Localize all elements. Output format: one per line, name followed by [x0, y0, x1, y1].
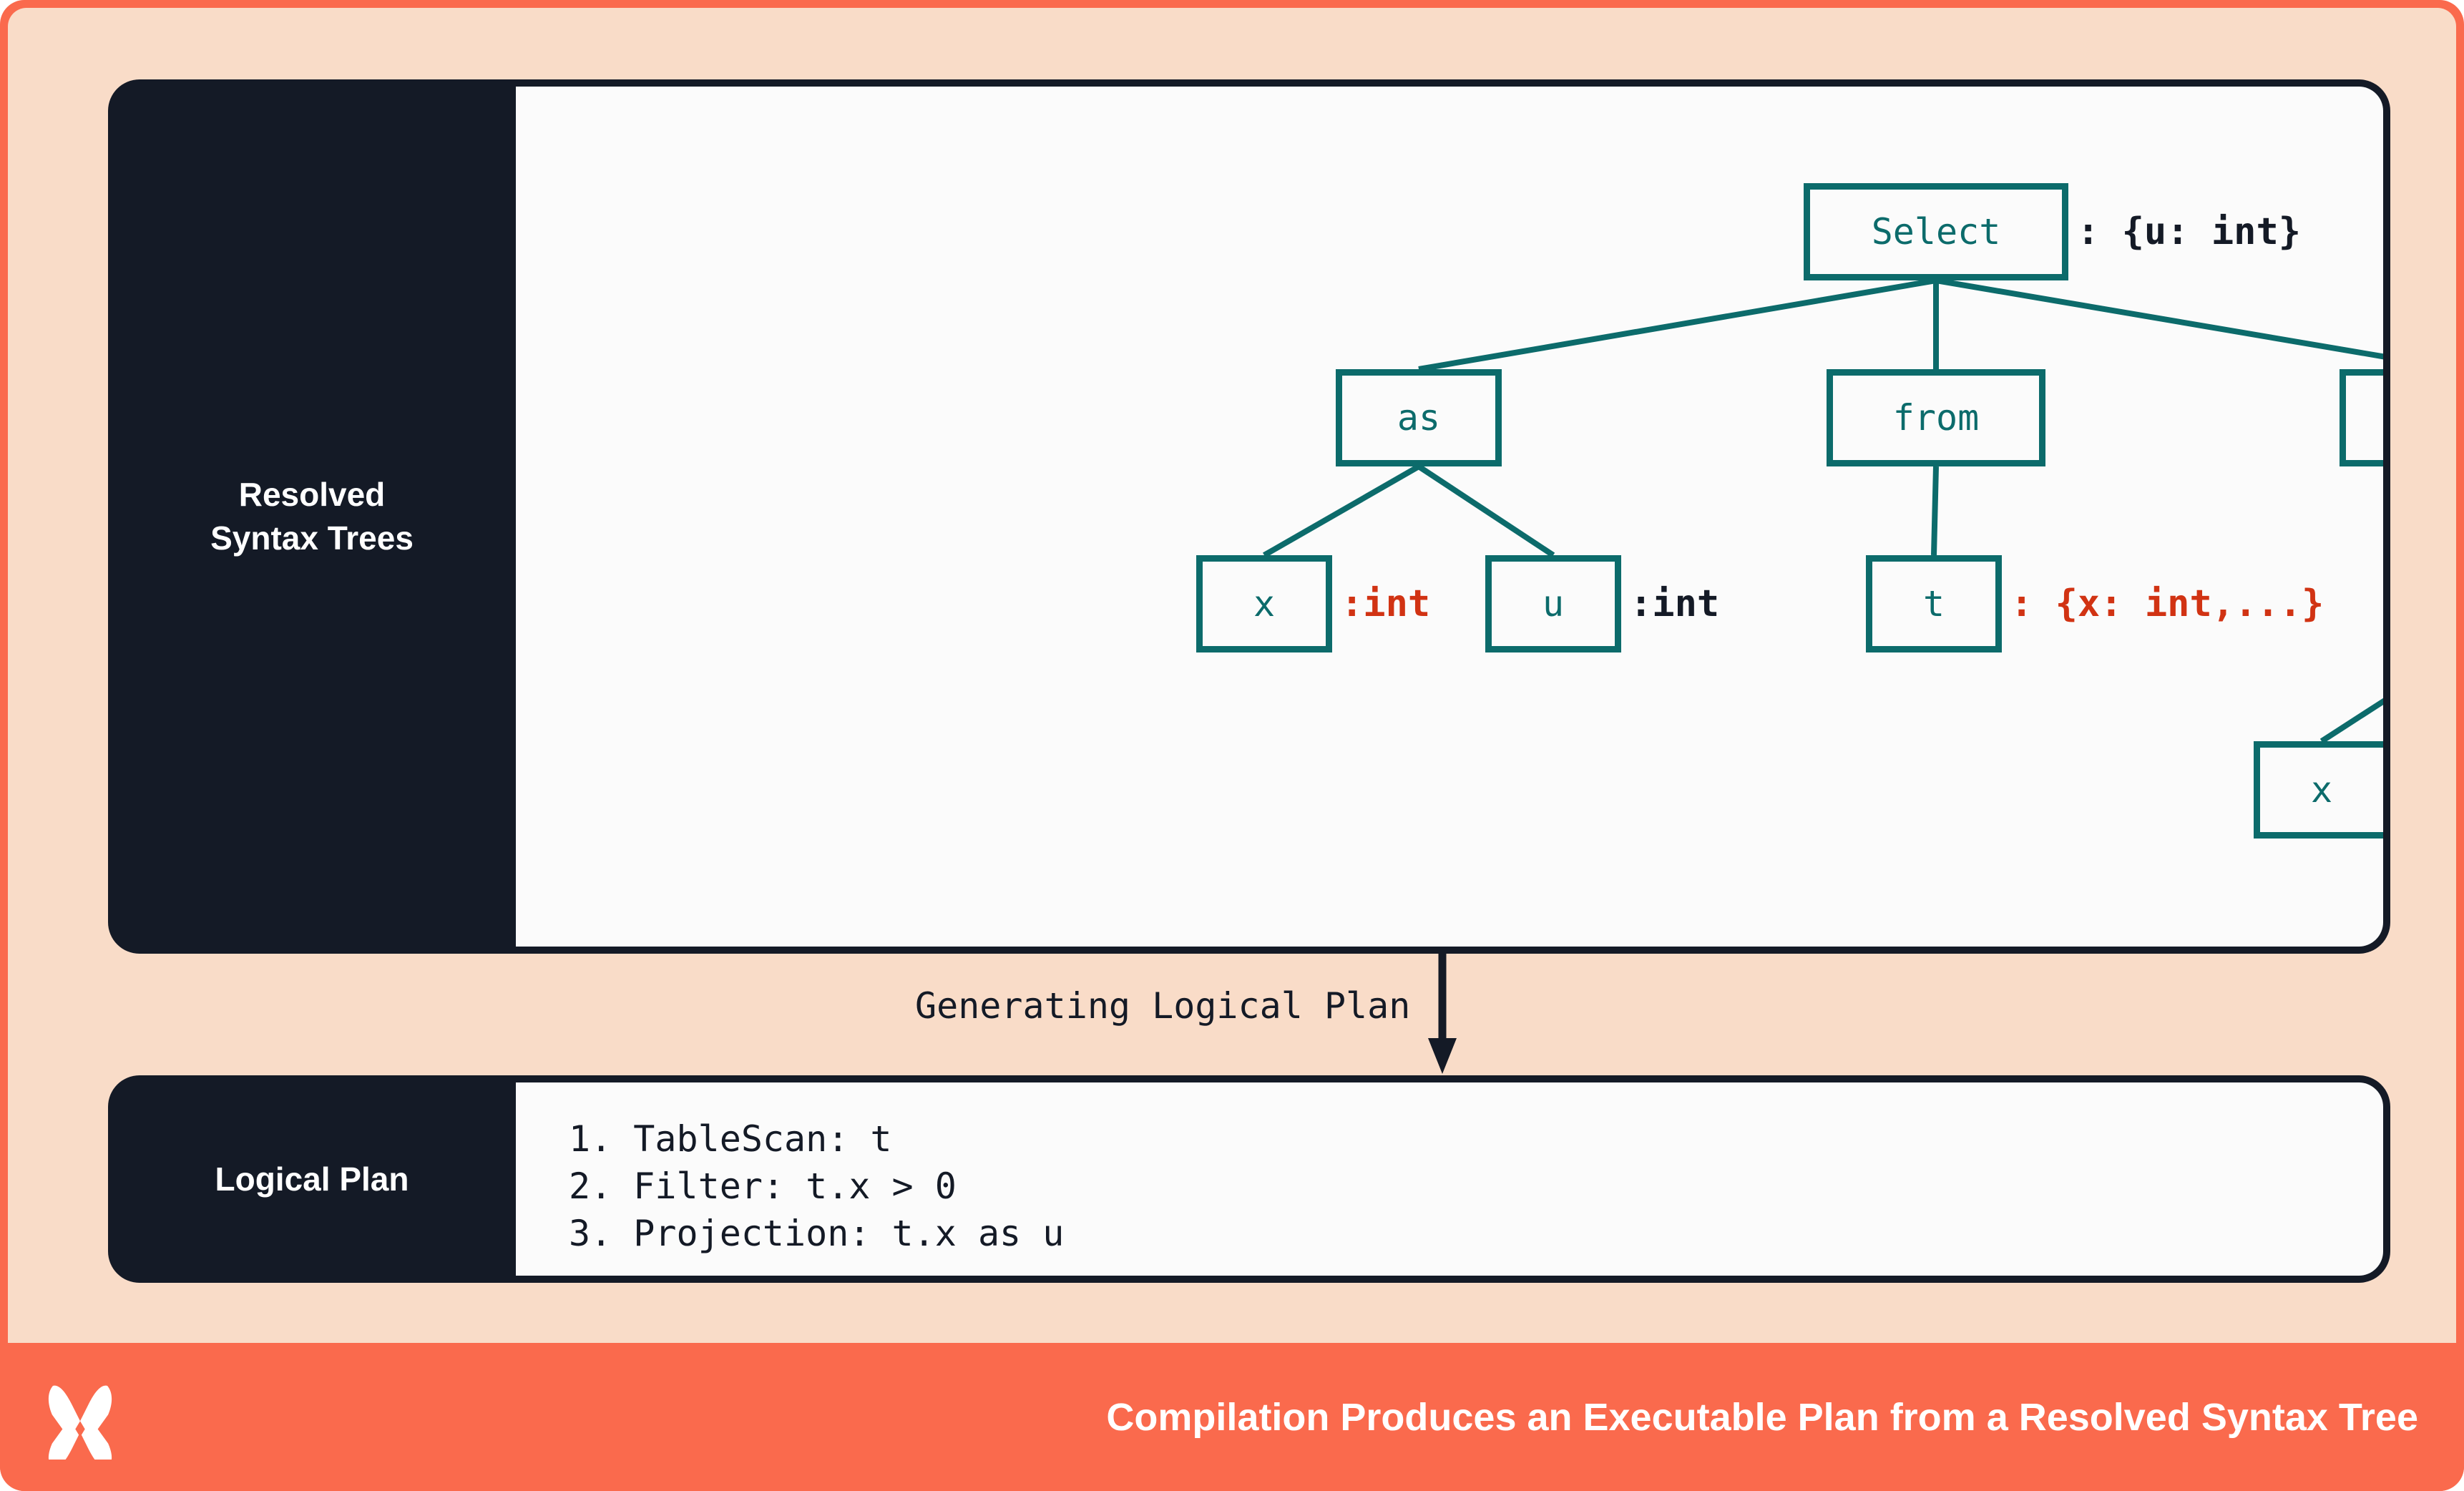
tree-node-label: u [1542, 583, 1565, 625]
syntax-tree-canvas: Select : {u: int} as from where x :int u :int t : … [516, 87, 2383, 947]
logical-plan-rail-label: Logical Plan [108, 1075, 516, 1283]
tree-node-label: t [1922, 583, 1945, 625]
resolved-syntax-trees-rail-label: Resolved Syntax Trees [108, 79, 516, 954]
tree-edges [1263, 278, 2383, 744]
footer-title: Compilation Produces an Executable Plan … [1106, 1396, 2418, 1439]
tree-node-label: Select [1871, 211, 2001, 253]
rail-label-line2: Syntax Trees [210, 519, 414, 557]
tree-node-as-x[interactable]: x [1196, 555, 1332, 652]
tree-node-select[interactable]: Select [1804, 183, 2068, 280]
rail-label: Logical Plan [215, 1160, 409, 1198]
logical-plan-step-list: 1. TableScan: t 2. Filter: t.x > 0 3. Proj… [569, 1115, 1064, 1257]
connector-label: Generating Logical Plan [915, 985, 1411, 1027]
butterfly-x-logo-icon [48, 1385, 112, 1460]
logical-plan-step: 1. TableScan: t [569, 1118, 892, 1160]
tree-node-as[interactable]: as [1336, 369, 1502, 466]
type-annotation-as-u: :int [1630, 582, 1720, 625]
rail-label-line1: Resolved [238, 476, 386, 514]
tree-node-where[interactable]: where [2340, 369, 2383, 466]
syntax-tree-panel: Select : {u: int} as from where x :int u :int t : … [516, 87, 2383, 947]
logical-plan-card: Logical Plan 1. TableScan: t 2. Filter: t… [108, 1075, 2390, 1283]
tree-edge-as-to-as-x [1263, 464, 1420, 558]
pipeline-connector: Generating Logical Plan [108, 954, 2390, 1075]
tree-node-as-u[interactable]: u [1485, 555, 1621, 652]
footer-banner: Compilation Produces an Executable Plan … [0, 1344, 2464, 1491]
tree-edge-select-to-as [1418, 278, 1937, 372]
tree-edge-gt-to-gt-x [2319, 698, 2383, 744]
type-annotation-as-x: :int [1341, 582, 1431, 625]
tree-node-label: x [1253, 583, 1276, 625]
tree-node-label: from [1892, 397, 1980, 439]
tree-node-from[interactable]: from [1827, 369, 2045, 466]
tree-edge-select-to-where [1935, 278, 2383, 360]
page-canvas: Resolved Syntax Trees Select : {u: int} as… [8, 8, 2456, 1343]
tree-node-label: x [2310, 769, 2333, 811]
logical-plan-step: 2. Filter: t.x > 0 [569, 1165, 957, 1207]
logical-plan-panel: 1. TableScan: t 2. Filter: t.x > 0 3. Proj… [516, 1082, 2383, 1276]
type-annotation-select: : {u: int} [2077, 210, 2302, 253]
tree-node-from-t[interactable]: t [1866, 555, 2002, 652]
logical-plan-step: 3. Projection: t.x as u [569, 1213, 1065, 1254]
tree-node-gt-x[interactable]: x [2254, 741, 2383, 839]
tree-edge-from-to-from-t [1931, 466, 1939, 556]
tree-edge-as-to-as-u [1417, 464, 1555, 558]
down-arrow-icon [1428, 954, 1457, 1074]
tree-node-label: as [1397, 397, 1441, 439]
resolved-syntax-trees-card: Resolved Syntax Trees Select : {u: int} as… [108, 79, 2390, 954]
type-annotation-from-t: : {x: int,...} [2010, 582, 2324, 625]
